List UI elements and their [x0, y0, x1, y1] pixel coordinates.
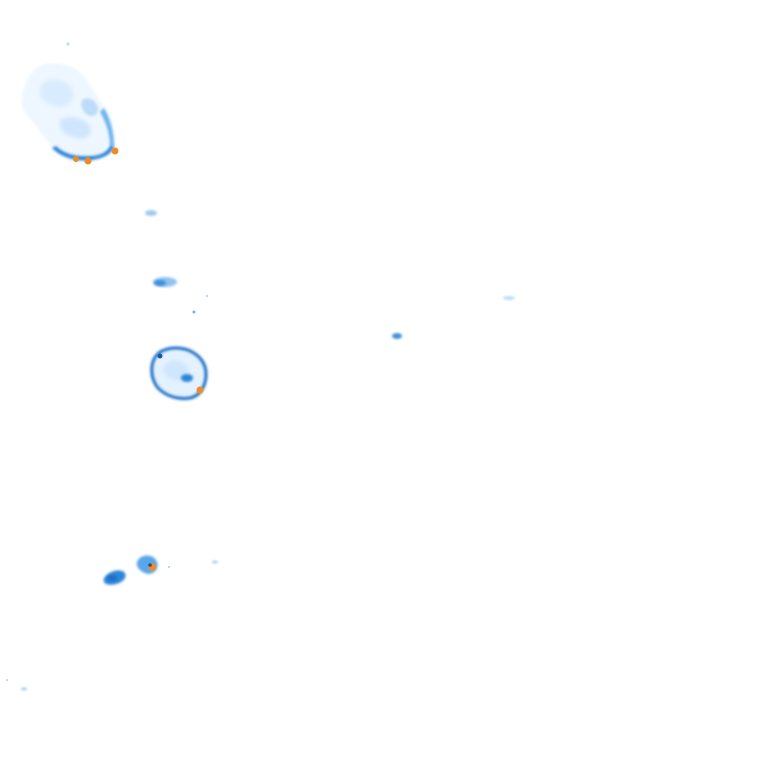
speck-east	[503, 296, 515, 300]
hot-spot	[73, 156, 79, 162]
hot-spot	[196, 386, 204, 394]
hot-spot	[111, 147, 119, 155]
hot-spot	[84, 157, 92, 165]
speck-far-southwest	[6, 679, 27, 691]
speck-center	[392, 333, 402, 339]
cell-center-ring	[150, 346, 208, 400]
cell-medium-west	[153, 277, 208, 314]
speck	[66, 42, 70, 46]
speck-south	[212, 560, 218, 564]
cell-southwest-pair	[103, 555, 170, 585]
speck-north-small	[145, 210, 157, 216]
cell-large-north	[21, 42, 119, 165]
